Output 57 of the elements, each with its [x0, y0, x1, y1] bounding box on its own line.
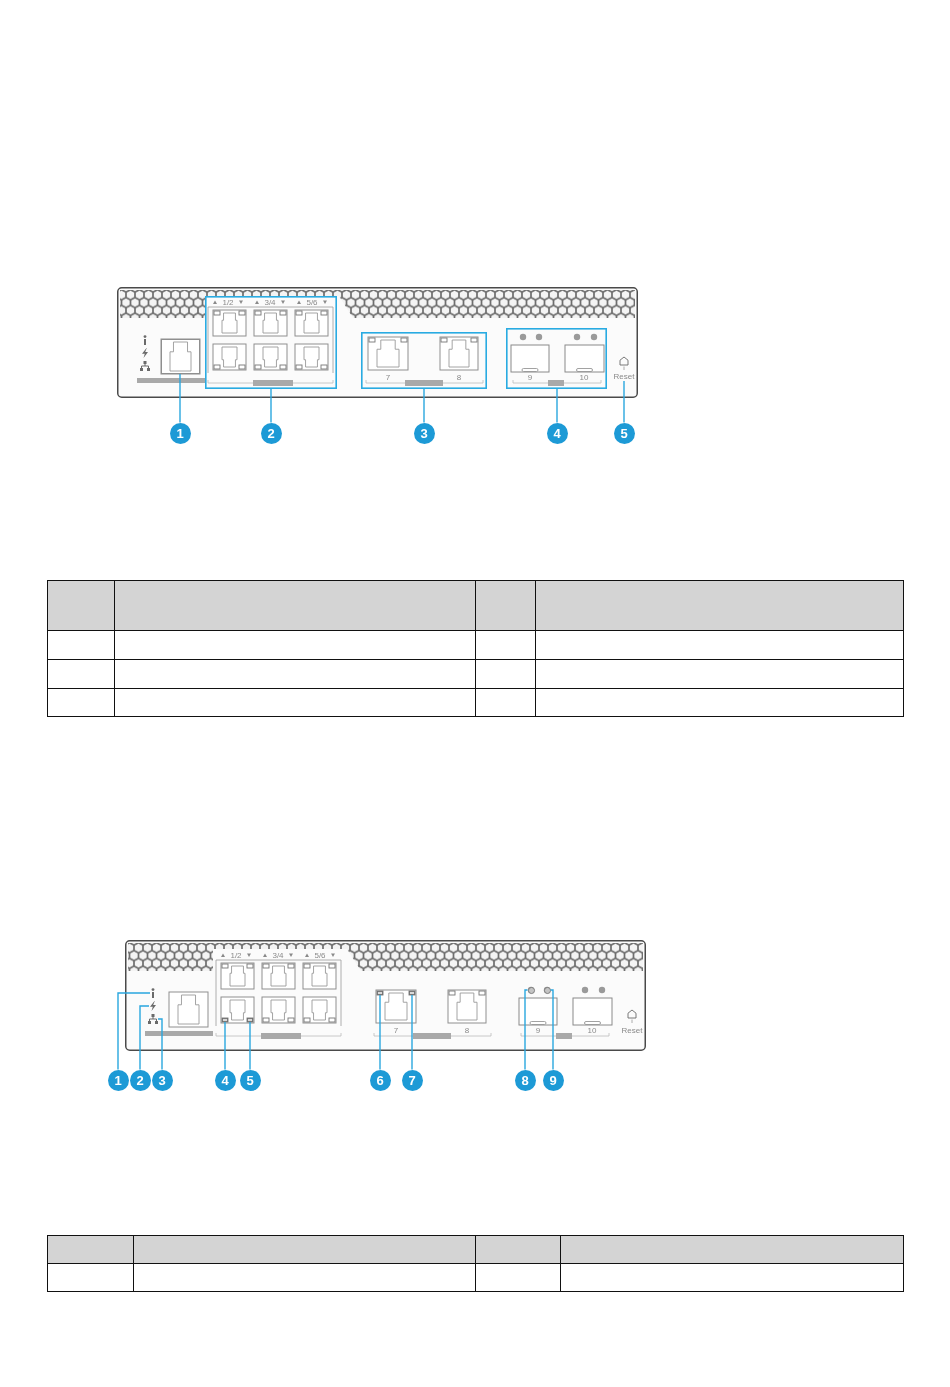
callout-number: 3 [151, 1069, 173, 1091]
highlight-frame [361, 332, 487, 389]
port-number: 1/2 [222, 297, 234, 307]
port-number: 8 [456, 372, 462, 382]
callout-number: 7 [401, 1069, 423, 1091]
led-icon [409, 991, 415, 995]
highlight-frame [506, 328, 607, 389]
leader-line [524, 989, 529, 1071]
port-number: 5/6 [306, 297, 318, 307]
highlight-frame [205, 296, 337, 389]
port-number: 1/2 [230, 950, 242, 960]
network-icon [148, 1014, 158, 1024]
callout-number: 2 [260, 422, 282, 444]
led-icon [527, 986, 535, 994]
leader-line [249, 1021, 251, 1071]
port-number: 3/4 [264, 297, 276, 307]
callout-number: 4 [546, 422, 568, 444]
leader-line [549, 989, 554, 1071]
port-number: 7 [393, 1025, 399, 1035]
callout-number: 8 [514, 1069, 536, 1091]
callout-number: 2 [129, 1069, 151, 1091]
callout-number: 5 [239, 1069, 261, 1091]
leader-line [556, 388, 558, 424]
port-number: 10 [587, 1025, 597, 1035]
leader-line [117, 992, 151, 1071]
led-icon [247, 1018, 253, 1022]
reset-label: Reset [621, 1025, 643, 1035]
port-number: 8 [464, 1025, 470, 1035]
leader-line [179, 373, 181, 424]
port-number: 9 [535, 1025, 541, 1035]
leader-line [423, 388, 425, 424]
callout-number: 4 [214, 1069, 236, 1091]
lightning-icon [149, 1001, 157, 1011]
callout-number: 3 [413, 422, 435, 444]
info-icon [150, 988, 156, 998]
port-number: 10 [579, 372, 589, 382]
ethernet-port [161, 339, 200, 374]
leader-line [623, 380, 625, 424]
reset-label: Reset [613, 372, 635, 381]
leader-line [139, 1005, 150, 1071]
led-icon [377, 991, 383, 995]
port-number: 7 [385, 372, 391, 382]
callout-number: 1 [169, 422, 191, 444]
leader-line [224, 1021, 226, 1071]
port-number: 5/6 [314, 950, 326, 960]
led-icon [222, 1018, 228, 1022]
leader-line [379, 994, 381, 1071]
leader-line [411, 994, 413, 1071]
port-number: 9 [527, 372, 533, 382]
leader-line [270, 388, 272, 424]
callout-number: 1 [107, 1069, 129, 1091]
callout-number: 9 [542, 1069, 564, 1091]
leader-line [157, 1018, 163, 1071]
callout-number: 6 [369, 1069, 391, 1091]
callout-number: 5 [613, 422, 635, 444]
led-icon [543, 986, 551, 994]
port-number: 3/4 [272, 950, 284, 960]
